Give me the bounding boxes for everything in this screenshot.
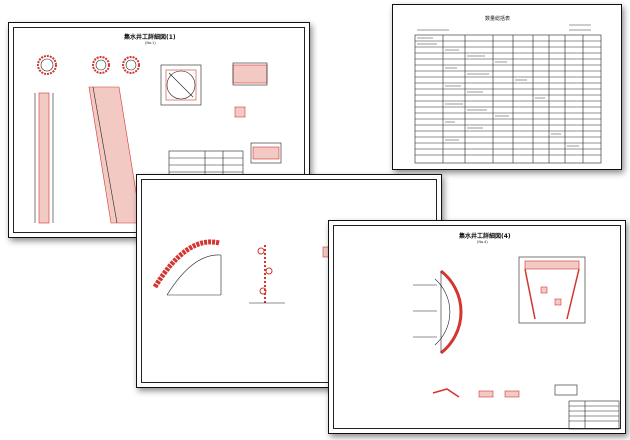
quantity-summary-sheet: 数量総括表 [392,4,622,170]
quantity-table [414,24,602,164]
drawing-sheet-4: 集水井工詳細図(4) (No.4) [328,220,626,434]
drawing-content [413,256,620,430]
sheet-subtitle: (No.4) [477,240,488,244]
sheet-subtitle: (No.1) [145,41,156,45]
sheet-title: 数量総括表 [485,16,511,22]
sheet-title: 集水井工詳細図(4) [459,233,511,240]
drawing-frame [333,225,621,429]
sheet-title: 集水井工詳細図(1) [124,34,176,41]
